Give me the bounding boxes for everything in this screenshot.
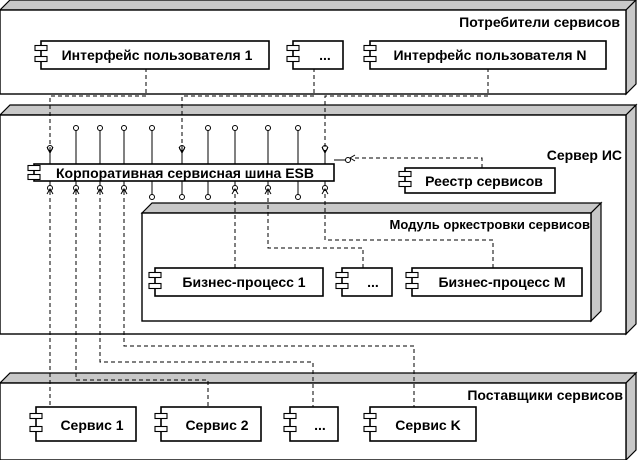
- esb-interface-bottom: [47, 180, 328, 200]
- dependency-uidots-esb: [181, 68, 315, 150]
- orchestration-title: Модуль оркестровки сервисов: [389, 217, 590, 232]
- dependency-sK-esb: [123, 191, 415, 407]
- service-label-1: Сервис 1: [60, 417, 123, 433]
- esb-label: Корпоративная сервисная шина ESB: [56, 165, 314, 181]
- consumer-label-1: Интерфейс пользователя 1: [62, 47, 253, 63]
- service-component-2: Сервис 2: [154, 406, 262, 442]
- dependency-ui1-esb: [49, 68, 147, 150]
- registry-label: Реестр сервисов: [425, 173, 543, 189]
- dependency-sdots-esb: [99, 191, 314, 407]
- consumers-title: Потребители сервисов: [459, 14, 620, 30]
- service-label-2: Сервис 2: [185, 417, 248, 433]
- service-component-3: ...: [283, 406, 339, 442]
- consumer-component-3: Интерфейс пользователя N: [363, 40, 607, 70]
- dependency-uiN-esb: [324, 68, 489, 150]
- esb-interface-right: [334, 157, 351, 163]
- process-component-2: ...: [335, 267, 393, 297]
- dependency-bpM-esb: [324, 191, 494, 268]
- consumer-label-2: ...: [319, 47, 331, 63]
- registry-component: Реестр сервисов: [398, 167, 556, 194]
- dependency-s2-esb: [75, 191, 209, 407]
- service-component-4: Сервис K: [363, 406, 477, 442]
- process-label-1: Бизнес-процесс 1: [182, 274, 305, 290]
- consumer-label-3: Интерфейс пользователя N: [393, 47, 586, 63]
- orchestration-node: Модуль оркестровки сервисов: [140, 201, 603, 323]
- process-label-3: Бизнес-процесс M: [438, 274, 565, 290]
- service-component-1: Сервис 1: [29, 406, 137, 442]
- process-component-1: Бизнес-процесс 1: [148, 267, 324, 297]
- process-label-2: ...: [367, 274, 379, 290]
- process-component-3: Бизнес-процесс M: [405, 267, 583, 297]
- consumer-component-1: Интерфейс пользователя 1: [34, 40, 270, 70]
- dependency-bpdots-esb: [267, 191, 364, 268]
- dependencies: [46, 68, 494, 407]
- consumer-component-2: ...: [286, 40, 344, 70]
- service-label-4: Сервис K: [395, 417, 460, 433]
- service-label-3: ...: [314, 417, 326, 433]
- dependency-registry-esb: [352, 157, 483, 168]
- esb-component: Корпоративная сервисная шина ESB: [27, 163, 335, 182]
- server-title: Сервер ИС: [547, 147, 622, 163]
- providers-title: Поставщики сервисов: [467, 387, 623, 403]
